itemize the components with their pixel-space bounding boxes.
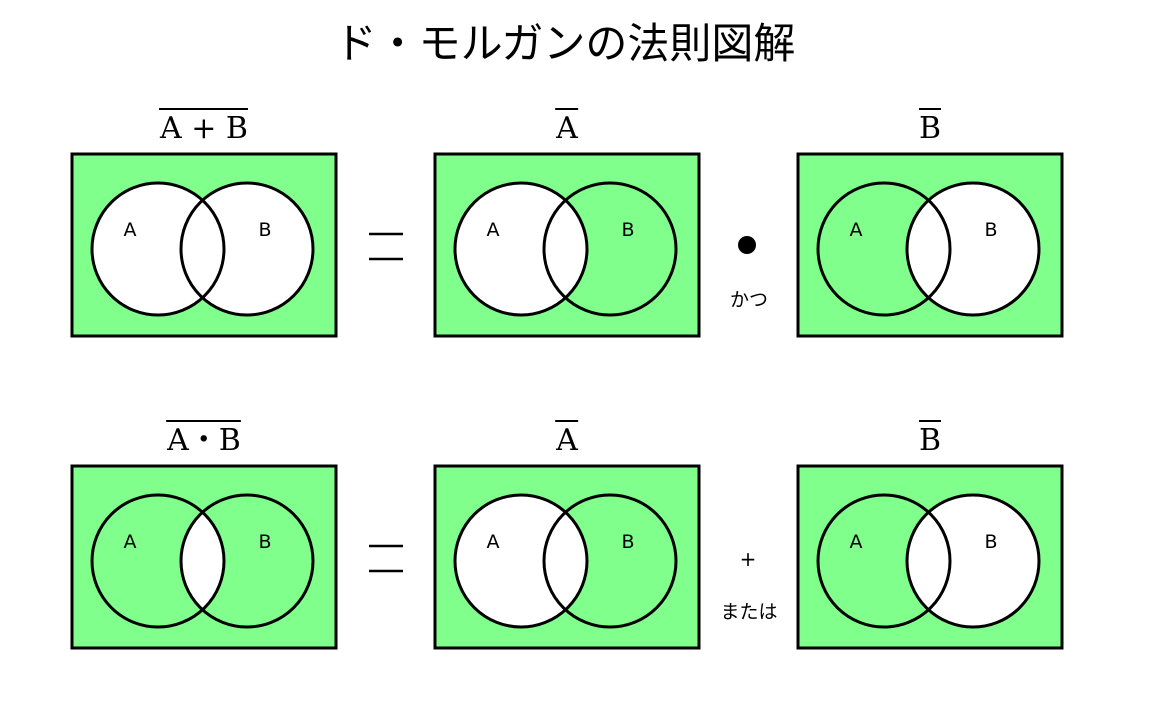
and-operator-dot <box>738 236 756 254</box>
circle-a-label: A <box>487 531 500 553</box>
venn-panel: A B A・B <box>70 420 338 650</box>
panel-expression: B <box>919 423 941 458</box>
circle-b-label: B <box>258 219 271 241</box>
equals-sign <box>369 232 403 261</box>
diagram-title: ド・モルガンの法則図解 <box>335 19 796 68</box>
circle-b-label: B <box>258 531 271 553</box>
circle-b <box>905 181 1041 317</box>
venn-panel: A B B <box>796 420 1064 650</box>
circle-b-label: B <box>984 219 997 241</box>
circle-a-label: A <box>487 219 500 241</box>
circle-b-label: B <box>621 531 634 553</box>
circle-b <box>179 181 315 317</box>
operator-label: または <box>720 601 777 623</box>
venn-panel: A B A + B <box>70 108 338 338</box>
equals-sign <box>369 544 403 573</box>
circle-a <box>816 181 952 317</box>
circle-a <box>453 181 589 317</box>
circle-a-label: A <box>850 531 863 553</box>
circle-a <box>816 493 952 629</box>
circle-b-label: B <box>621 219 634 241</box>
circle-a-label: A <box>124 219 137 241</box>
circle-b <box>542 181 678 317</box>
circle-b-label: B <box>984 531 997 553</box>
circle-a <box>90 181 226 317</box>
circle-a-label: A <box>850 219 863 241</box>
venn-panel: A B A <box>433 420 701 650</box>
circle-a-label: A <box>124 531 137 553</box>
circle-b <box>179 493 315 629</box>
circle-a <box>90 493 226 629</box>
panel-expression: A <box>555 423 578 458</box>
panel-expression: A <box>555 111 578 146</box>
venn-panel: A B B <box>796 108 1064 338</box>
circle-b <box>905 493 1041 629</box>
panel-expression: A・B <box>166 423 241 458</box>
venn-panel: A B A <box>433 108 701 338</box>
or-operator-symbol: + <box>740 547 757 571</box>
circle-a <box>453 493 589 629</box>
circle-b <box>542 493 678 629</box>
panel-expression: A + B <box>159 111 248 146</box>
operator-label: かつ <box>730 289 768 311</box>
universe-rect <box>70 464 338 650</box>
panel-expression: B <box>919 111 941 146</box>
